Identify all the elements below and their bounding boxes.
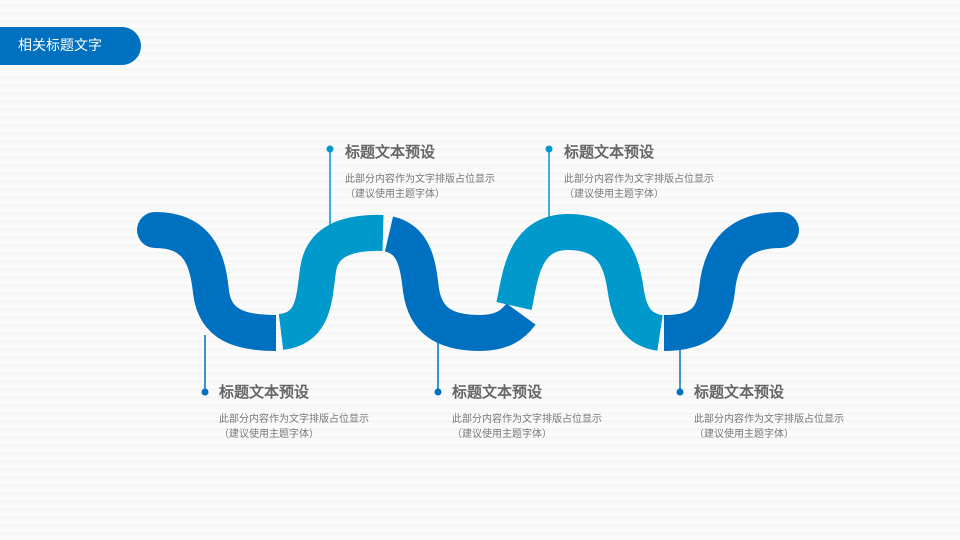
wave-end-cap-left — [137, 212, 173, 248]
dot-2 — [326, 145, 334, 153]
item-title: 标题文本预设 — [345, 143, 436, 161]
item-desc: 此部分内容作为文字排版占位显示（建议使用主题字体） — [345, 174, 495, 200]
wave-segment-1 — [153, 212, 277, 351]
item-desc: 此部分内容作为文字排版占位显示（建议使用主题字体） — [219, 414, 369, 440]
text-block-2: 标题文本预设 此部分内容作为文字排版占位显示（建议使用主题字体） — [345, 141, 495, 202]
item-title: 标题文本预设 — [219, 383, 310, 401]
wave-segment-2 — [277, 214, 384, 350]
wave-segment-5 — [663, 212, 782, 351]
dot-1 — [201, 388, 209, 396]
text-block-5: 标题文本预设 此部分内容作为文字排版占位显示（建议使用主题字体） — [694, 381, 844, 442]
text-block-4: 标题文本预设 此部分内容作为文字排版占位显示（建议使用主题字体） — [564, 141, 714, 202]
text-block-1: 标题文本预设 此部分内容作为文字排版占位显示（建议使用主题字体） — [219, 381, 369, 442]
item-title: 标题文本预设 — [694, 383, 785, 401]
item-desc: 此部分内容作为文字排版占位显示（建议使用主题字体） — [694, 414, 844, 440]
item-title: 标题文本预设 — [452, 383, 543, 401]
dot-4 — [545, 145, 553, 153]
section-title: 相关标题文字 — [18, 38, 102, 54]
wave-segment-4 — [496, 213, 664, 351]
item-desc: 此部分内容作为文字排版占位显示（建议使用主题字体） — [452, 414, 602, 440]
dot-5 — [676, 388, 684, 396]
item-title: 标题文本预设 — [564, 143, 655, 161]
text-block-3: 标题文本预设 此部分内容作为文字排版占位显示（建议使用主题字体） — [452, 381, 602, 442]
wave-segment-3 — [383, 216, 536, 352]
section-title-banner: 相关标题文字 — [0, 27, 141, 65]
dot-3 — [434, 388, 442, 396]
wave-end-cap-right — [763, 212, 799, 248]
item-desc: 此部分内容作为文字排版占位显示（建议使用主题字体） — [564, 174, 714, 200]
